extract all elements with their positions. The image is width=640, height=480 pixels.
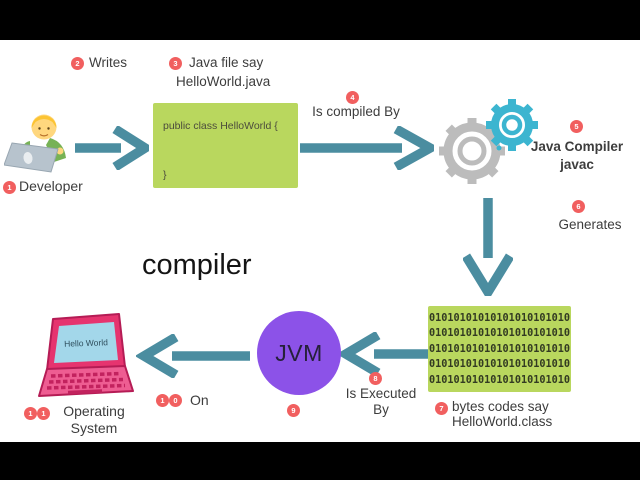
- code-line-1: public class HelloWorld {: [163, 120, 278, 132]
- step-10-badge-digit1: 1: [156, 394, 169, 407]
- step-1-badge: 1: [3, 181, 16, 194]
- step-4-badge: 4: [346, 91, 359, 104]
- step-7-badge: 7: [435, 402, 448, 415]
- operating-system-label: Operating System: [54, 403, 134, 437]
- java-source-box: public class HelloWorld { }: [153, 103, 298, 188]
- binary-line: 01010101010101010101010: [428, 374, 571, 386]
- step-3-badge: 3: [169, 57, 182, 70]
- letterbox-bottom: [0, 442, 640, 480]
- compiler-gears-icon: [439, 99, 538, 184]
- is-executed-by-label: Is Executed By: [343, 386, 419, 418]
- jvm-label: JVM: [275, 339, 323, 366]
- code-line-2: }: [163, 169, 167, 181]
- compiler-caption: compiler: [142, 249, 252, 281]
- step-9-badge: 9: [287, 404, 300, 417]
- java-compiler-label: Java Compiler javac: [527, 138, 627, 173]
- jvm-to-os-arrow: [136, 334, 250, 378]
- bytecode-box: 01010101010101010101010 0101010101010101…: [428, 306, 571, 392]
- bytecode-to-jvm-arrow: [340, 332, 428, 376]
- operating-system-line2: System: [70, 420, 118, 436]
- step-11-badge-digit2: 1: [37, 407, 50, 420]
- generates-label: Generates: [558, 217, 622, 232]
- step-6-badge: 6: [572, 200, 585, 213]
- operating-system-computer-icon: Hello World: [38, 313, 134, 397]
- is-compiled-by-label: Is compiled By: [312, 104, 400, 119]
- java-compiler-line1: Java Compiler: [530, 139, 624, 154]
- step-5-badge: 5: [570, 120, 583, 133]
- code-to-compiler-arrow: [300, 126, 434, 170]
- byte-codes-label-line2: HelloWorld.class: [452, 414, 553, 429]
- binary-line: 01010101010101010101010: [428, 313, 571, 324]
- is-executed-by-line2: By: [373, 402, 389, 417]
- step-2-badge: 2: [71, 57, 84, 70]
- developer-emoji-icon: [4, 114, 66, 173]
- binary-line: 01010101010101010101010: [428, 359, 571, 371]
- step-8-badge: 8: [369, 372, 382, 385]
- is-executed-by-line1: Is Executed: [345, 386, 417, 401]
- byte-codes-label-line1: bytes codes say: [452, 399, 549, 414]
- writes-label: Writes: [89, 55, 128, 70]
- letterbox-top: [0, 0, 640, 40]
- step-10-badge-digit2: 0: [169, 394, 182, 407]
- jvm-circle: JVM: [257, 311, 341, 395]
- developer-label: Developer: [19, 178, 83, 194]
- compiler-to-bytecode-arrow: [463, 198, 513, 296]
- developer-to-code-arrow: [75, 126, 149, 170]
- binary-line: 01010101010101010101010: [428, 328, 571, 340]
- java-file-label-line2: HelloWorld.java: [176, 74, 271, 89]
- java-compiler-line2: javac: [560, 156, 594, 172]
- binary-line: 01010101010101010101010: [428, 343, 571, 355]
- step-11-badge-digit1: 1: [24, 407, 37, 420]
- operating-system-line1: Operating: [63, 403, 125, 419]
- java-file-label-line1: Java file say: [189, 55, 264, 70]
- on-label: On: [190, 392, 209, 408]
- laptop-screen-text: Hello World: [64, 337, 108, 349]
